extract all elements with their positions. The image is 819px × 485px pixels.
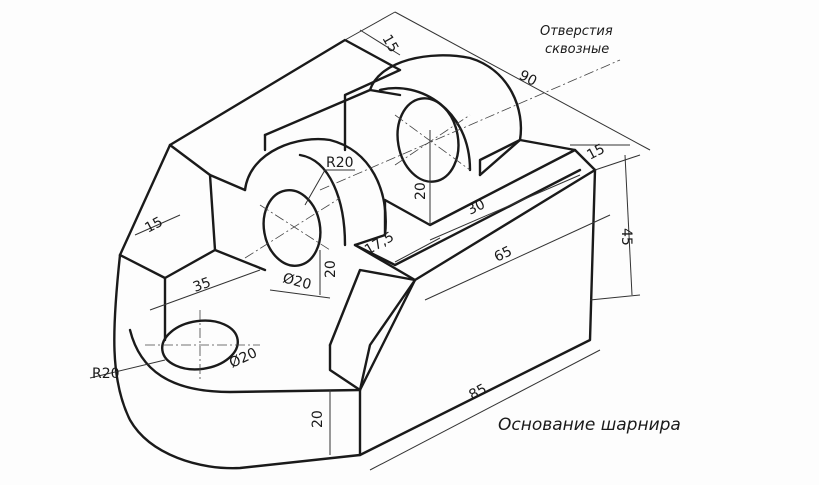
drawing-title: Основание шарнира: [498, 415, 681, 435]
dim-slot-width: 30: [465, 196, 488, 218]
dim-slot-depth: 20: [413, 182, 429, 200]
center-lines: [145, 59, 621, 380]
dim-base-radius: R20: [92, 366, 120, 382]
dim-top-rib: 15: [379, 32, 402, 55]
dim-base-length: 85: [466, 381, 489, 403]
dimension-lines: [89, 11, 651, 471]
dim-right-step: 15: [584, 141, 607, 163]
note-line-2: сквозные: [545, 42, 609, 57]
dim-left-rib: 15: [142, 214, 165, 236]
part-outline: [113, 38, 597, 470]
dim-right-block-length: 65: [492, 243, 515, 265]
dim-height: 45: [618, 228, 634, 246]
dim-boss-radius: R20: [326, 155, 354, 171]
dim-hole-offset: 35: [191, 275, 213, 296]
dimension-labels: 15 90 15 45 R20 20 30 17,5 65 15 35 Ø20 …: [92, 32, 634, 428]
dim-base-height: 20: [310, 410, 326, 428]
dim-boss-hole-height: 20: [323, 260, 339, 278]
dim-total-length: 90: [516, 67, 539, 89]
dim-slot-offset: 17,5: [362, 229, 397, 258]
note-line-1: Отверстия: [540, 24, 613, 39]
dim-base-hole-diameter: Ø20: [227, 345, 260, 372]
dim-boss-hole-diameter: Ø20: [281, 270, 313, 293]
